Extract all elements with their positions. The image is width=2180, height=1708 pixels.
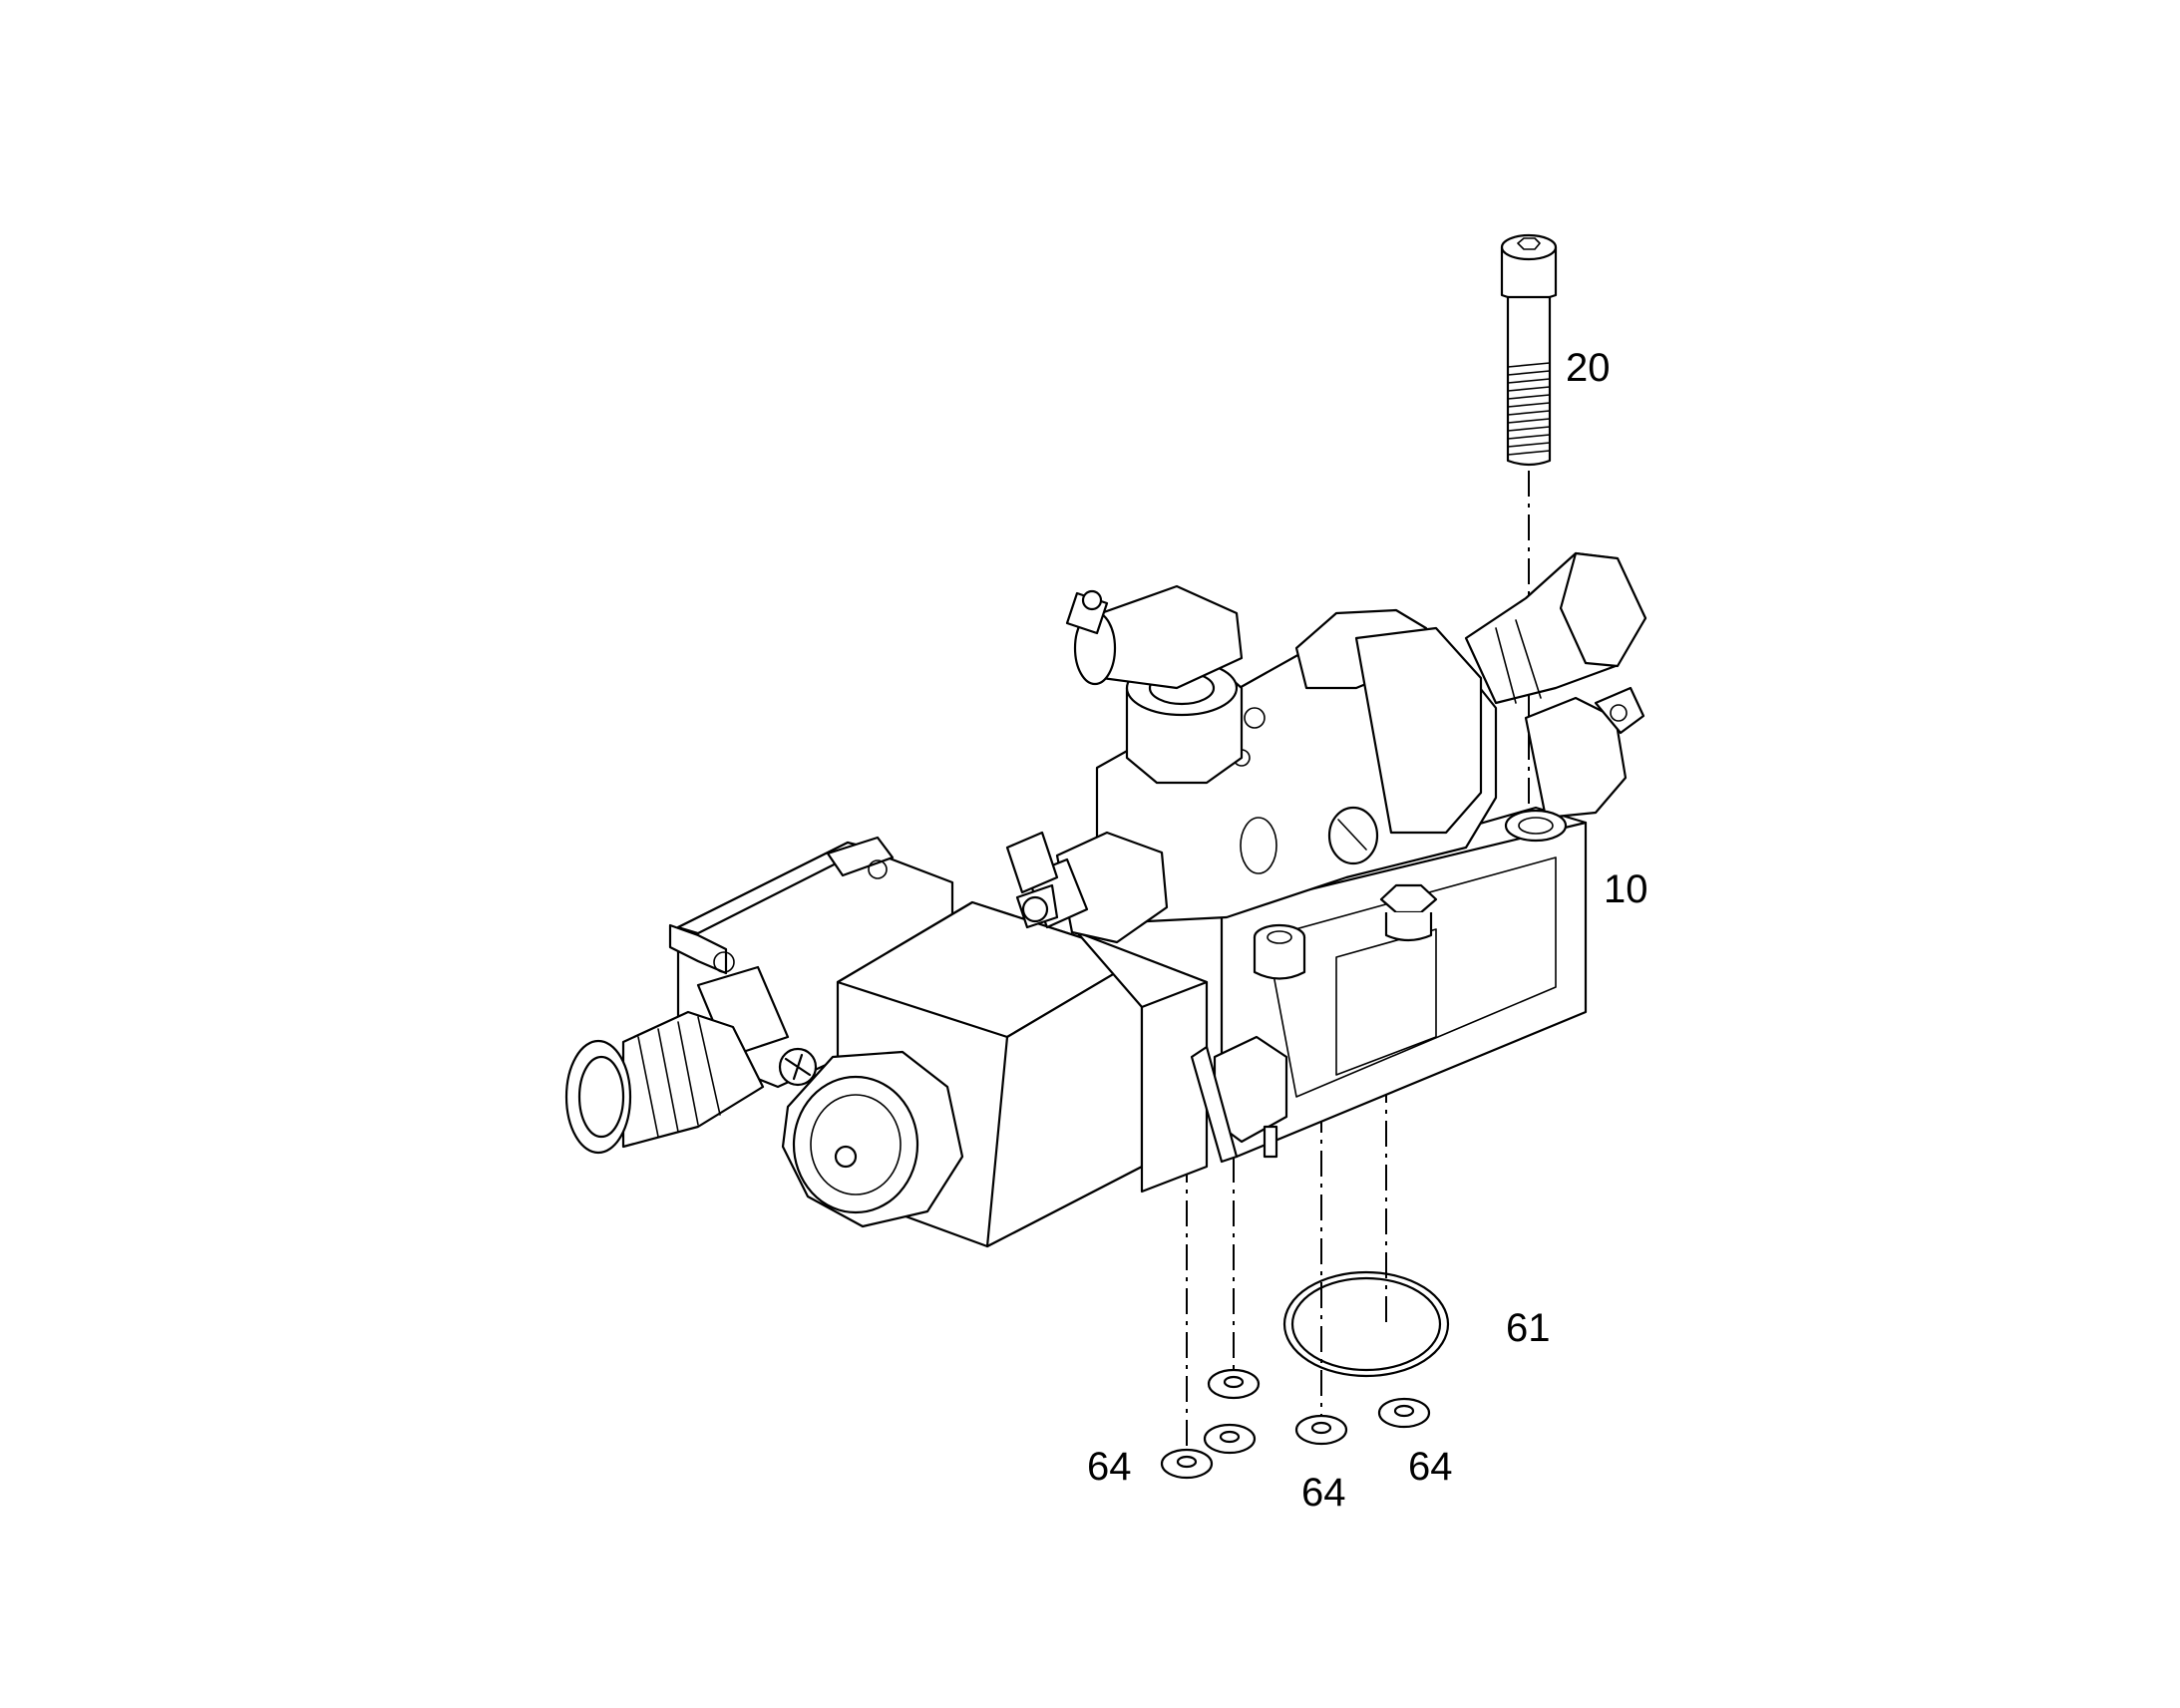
manifold-cap-screw bbox=[1253, 923, 1306, 980]
callout-seal-left: 64 bbox=[1087, 1445, 1132, 1489]
manual-override-knob bbox=[781, 1050, 964, 1228]
callout-valve-block: 10 bbox=[1604, 867, 1648, 911]
right-lower-fitting bbox=[1504, 686, 1645, 843]
o-ring bbox=[1282, 1270, 1450, 1378]
callout-bolt: 20 bbox=[1566, 346, 1611, 390]
hex-plug bbox=[1379, 883, 1438, 942]
solenoid-valve-assembly bbox=[564, 551, 1647, 1248]
seal-ring bbox=[1294, 1414, 1348, 1446]
seal-ring bbox=[1160, 1448, 1214, 1480]
rear-left-fitting bbox=[1065, 584, 1244, 690]
callout-seal-right: 64 bbox=[1408, 1445, 1453, 1489]
seal-ring bbox=[1207, 1368, 1261, 1400]
front-left-fitting bbox=[1005, 831, 1169, 944]
cable-gland bbox=[564, 1010, 818, 1155]
seal-ring bbox=[1203, 1423, 1257, 1455]
callout-o-ring: 61 bbox=[1506, 1306, 1551, 1350]
right-upper-fitting bbox=[1464, 551, 1647, 705]
seal-rings bbox=[1160, 1368, 1431, 1480]
callout-seal-middle: 64 bbox=[1301, 1471, 1346, 1515]
socket-head-bolt bbox=[1500, 233, 1558, 467]
seal-ring bbox=[1377, 1397, 1431, 1429]
valve-body bbox=[1095, 608, 1498, 924]
